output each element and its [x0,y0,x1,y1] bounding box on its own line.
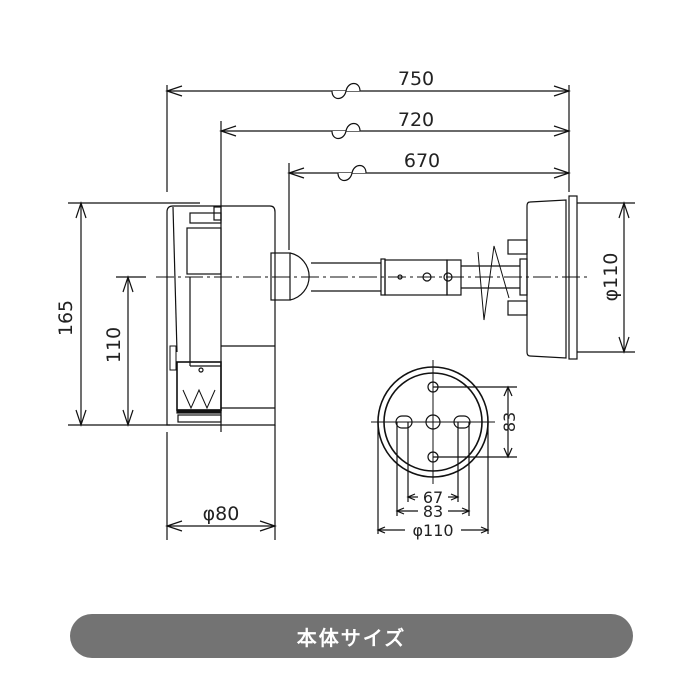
dim-phi80 [165,520,277,532]
label-83-horizontal: 83 [423,502,443,521]
banner-title: 本体サイズ [296,625,407,650]
dim-110-height [116,275,146,427]
dim-750 [165,82,571,192]
dim-165 [68,201,200,427]
base-plate-view [371,360,517,534]
lamp-head [507,195,635,360]
label-phi80: φ80 [203,503,240,525]
label-83-vertical: 83 [500,412,519,432]
label-phi110-plate: φ110 [412,521,453,540]
label-165: 165 [55,300,77,336]
label-110-height: 110 [103,327,125,363]
label-67: 67 [423,488,443,507]
section-banner: 本体サイズ [70,614,633,658]
lamp-body [166,192,276,540]
lamp-arm [270,245,520,321]
label-750: 750 [398,68,434,90]
dim-720 [219,121,571,192]
dim-670 [287,163,571,250]
label-phi110-side: φ110 [600,253,622,302]
label-720: 720 [398,109,434,131]
label-670: 670 [404,150,440,172]
